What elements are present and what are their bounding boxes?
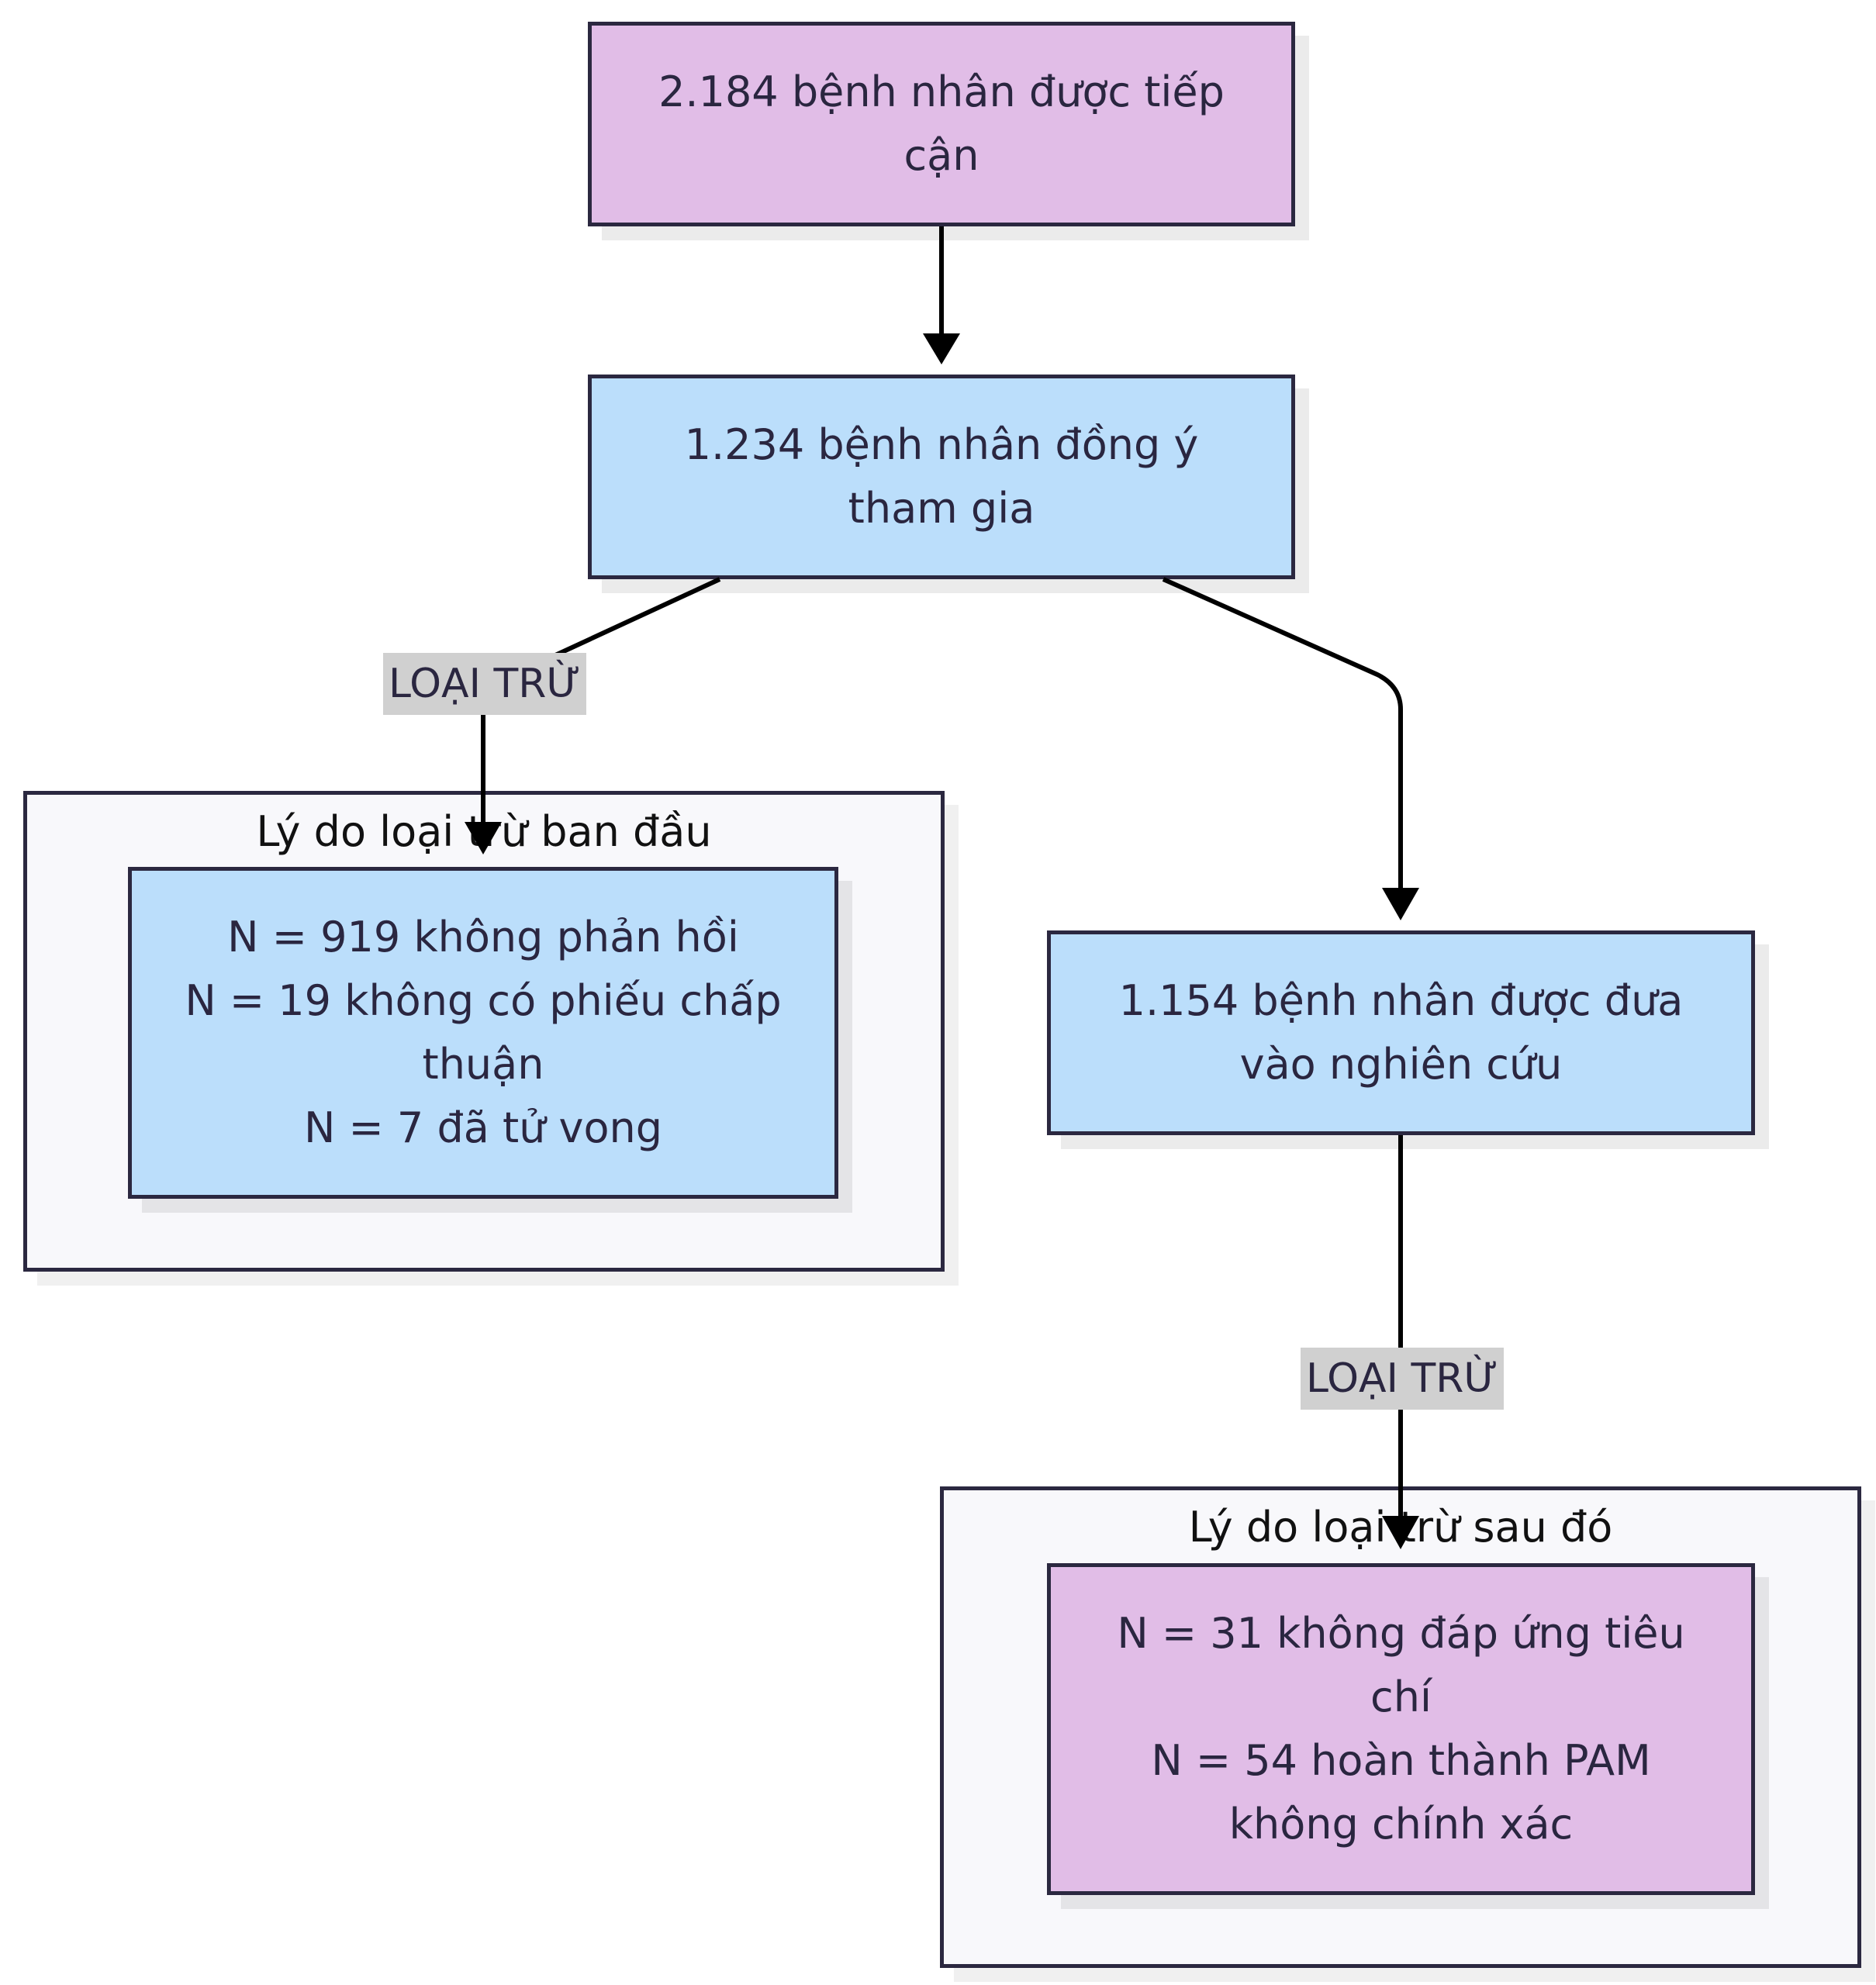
node-line: 1.234 bệnh nhân đồng ý bbox=[684, 420, 1199, 469]
node-line: vào nghiên cứu bbox=[1239, 1040, 1563, 1089]
node-line: thuận bbox=[422, 1040, 544, 1089]
node-initial-exclusion-reasons: N = 919 không phản hồi N = 19 không có p… bbox=[128, 867, 838, 1199]
node-line: N = 19 không có phiếu chấp bbox=[185, 976, 782, 1025]
edge-consented-to-enrolled bbox=[1162, 577, 1403, 888]
node-patients-enrolled: 1.154 bệnh nhân được đưa vào nghiên cứu bbox=[1047, 930, 1755, 1135]
node-patients-consented: 1.234 bệnh nhân đồng ý tham gia bbox=[588, 375, 1295, 579]
node-line: 1.154 bệnh nhân được đưa bbox=[1118, 976, 1684, 1025]
arrowhead bbox=[923, 333, 960, 364]
arrowhead bbox=[1382, 888, 1419, 920]
node-line: N = 54 hoàn thành PAM bbox=[1151, 1736, 1651, 1785]
node-later-exclusion-reasons: N = 31 không đáp ứng tiêu chí N = 54 hoà… bbox=[1047, 1563, 1755, 1895]
node-line: N = 31 không đáp ứng tiêu bbox=[1117, 1609, 1685, 1658]
group-title-later: Lý do loại trừ sau đó bbox=[1188, 1503, 1613, 1552]
node-patients-approached: 2.184 bệnh nhân được tiếp cận bbox=[588, 22, 1295, 226]
node-line: N = 919 không phản hồi bbox=[227, 913, 739, 961]
group-title-initial: Lý do loại trừ ban đầu bbox=[256, 807, 712, 856]
edge-label-exclusion-later: LOẠI TRỪ bbox=[1301, 1348, 1504, 1410]
node-line: chí bbox=[1370, 1673, 1432, 1721]
edge-label-exclusion-initial: LOẠI TRỪ bbox=[383, 653, 586, 715]
node-line: không chính xác bbox=[1228, 1800, 1574, 1849]
node-line: N = 7 đã tử vong bbox=[303, 1103, 663, 1152]
node-line: tham gia bbox=[848, 484, 1035, 533]
node-line: 2.184 bệnh nhân được tiếp bbox=[658, 67, 1225, 116]
node-line: cận bbox=[903, 131, 979, 180]
